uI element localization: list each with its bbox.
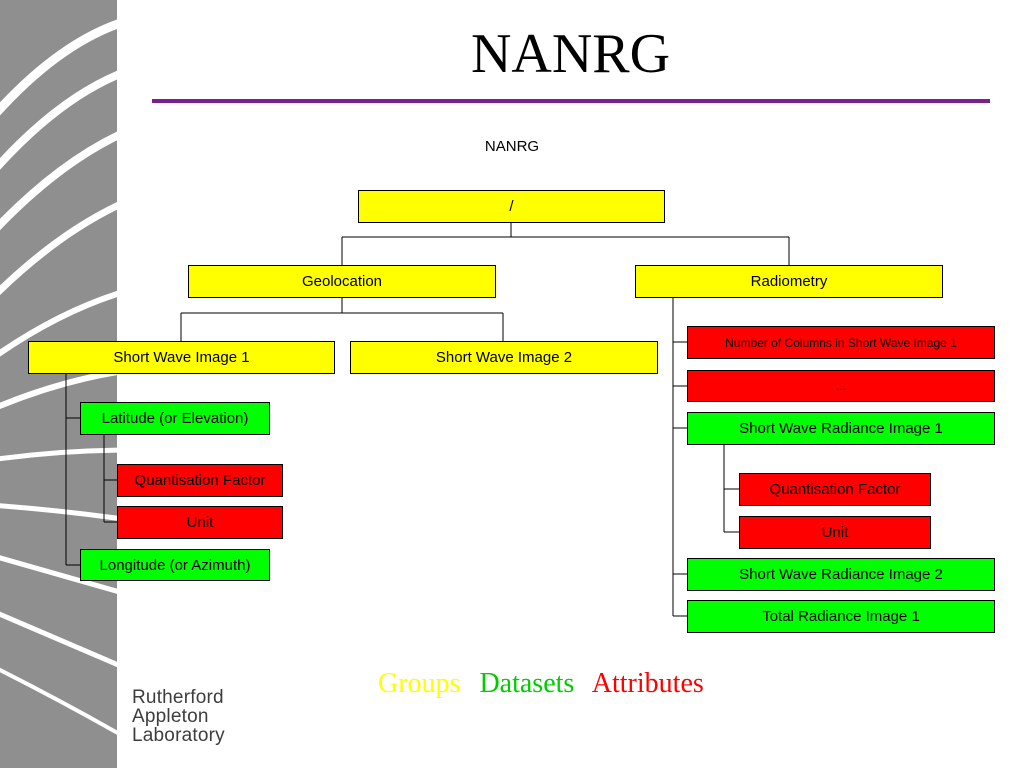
rutherford-appleton-logo: Rutherford Appleton Laboratory [132,688,225,745]
radiometry-group: Radiometry [635,265,943,298]
logo-line-2: Appleton [132,706,209,727]
short-wave-image-2-group: Short Wave Image 2 [350,341,658,374]
legend: Groups Datasets Attributes [378,668,704,700]
radiance-quantisation-attribute: Quantisation Factor [739,473,931,506]
radiance-unit-attribute: Unit [739,516,931,549]
title-underline [152,99,990,103]
slide-title: NANRG [470,23,671,85]
latitude-dataset: Latitude (or Elevation) [80,402,270,435]
latitude-unit-attribute: Unit [117,506,283,539]
legend-datasets: Datasets [479,668,575,699]
root-group: / [358,190,665,223]
geolocation-group: Geolocation [188,265,496,298]
sidebar-decoration [0,0,117,768]
swirl-decoration-icon [0,19,117,735]
longitude-dataset: Longitude (or Azimuth) [80,549,270,581]
short-wave-image-1-group: Short Wave Image 1 [28,341,335,374]
num-columns-attribute: Number of Columns in Short Wave Image 1 [687,326,995,359]
legend-groups: Groups [378,668,461,699]
logo-line-1: Rutherford [132,687,224,708]
diagram-title: NANRG [484,138,540,155]
short-wave-radiance-image-1-dataset: Short Wave Radiance Image 1 [687,412,995,445]
total-radiance-image-1-dataset: Total Radiance Image 1 [687,600,995,633]
latitude-quantisation-attribute: Quantisation Factor [117,464,283,497]
ellipsis-attribute: ... [687,370,995,402]
short-wave-radiance-image-2-dataset: Short Wave Radiance Image 2 [687,558,995,591]
logo-line-3: Laboratory [132,725,225,746]
legend-attributes: Attributes [591,668,704,699]
